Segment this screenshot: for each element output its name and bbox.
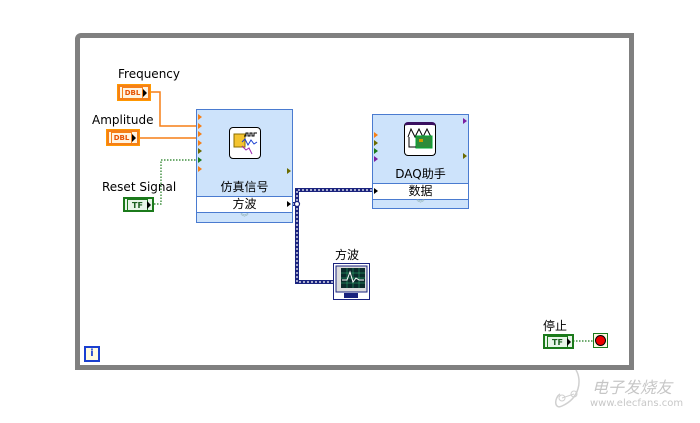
simulate-signal-output[interactable]: 方波 — [197, 196, 292, 213]
simulate-signal-title: 仿真信号 — [220, 180, 269, 194]
amplitude-label: Amplitude — [92, 113, 154, 127]
graph-icon — [335, 265, 368, 298]
iteration-info-icon: i — [84, 346, 100, 362]
stop-label: 停止 — [543, 319, 568, 333]
reset-signal-control[interactable]: TF — [123, 197, 154, 212]
amplitude-control[interactable]: DBL — [107, 130, 139, 145]
watermark-logo-icon — [555, 369, 580, 408]
loop-condition-stop-icon[interactable] — [593, 333, 608, 348]
frequency-control[interactable]: DBL — [118, 85, 150, 100]
stop-control[interactable]: TF — [543, 334, 574, 349]
simulate-signal-node[interactable]: 仿真信号 方波 ︾ — [196, 109, 293, 223]
simulate-signal-icon — [229, 127, 261, 159]
watermark: 电子发烧友 www.elecfans.com — [552, 368, 692, 418]
while-loop-frame[interactable] — [75, 33, 634, 370]
graph-label: 方波 — [335, 248, 360, 262]
daq-assistant-icon — [404, 122, 436, 156]
frequency-label: Frequency — [118, 67, 180, 81]
dynamic-data-wire — [292, 188, 372, 284]
reset-signal-label: Reset Signal — [102, 180, 177, 194]
frequency-wire — [150, 91, 196, 127]
reset-wire — [154, 159, 196, 205]
daq-assistant-title: DAQ助手 — [395, 167, 446, 181]
daq-assistant-node[interactable]: DAQ助手 数据 ︾ — [372, 114, 469, 209]
waveform-graph-terminal[interactable] — [333, 263, 370, 300]
expand-chevron-icon[interactable]: ︾ — [416, 199, 425, 208]
expand-chevron-icon[interactable]: ︾ — [240, 213, 249, 222]
daq-assistant-input[interactable]: 数据 — [373, 183, 468, 200]
